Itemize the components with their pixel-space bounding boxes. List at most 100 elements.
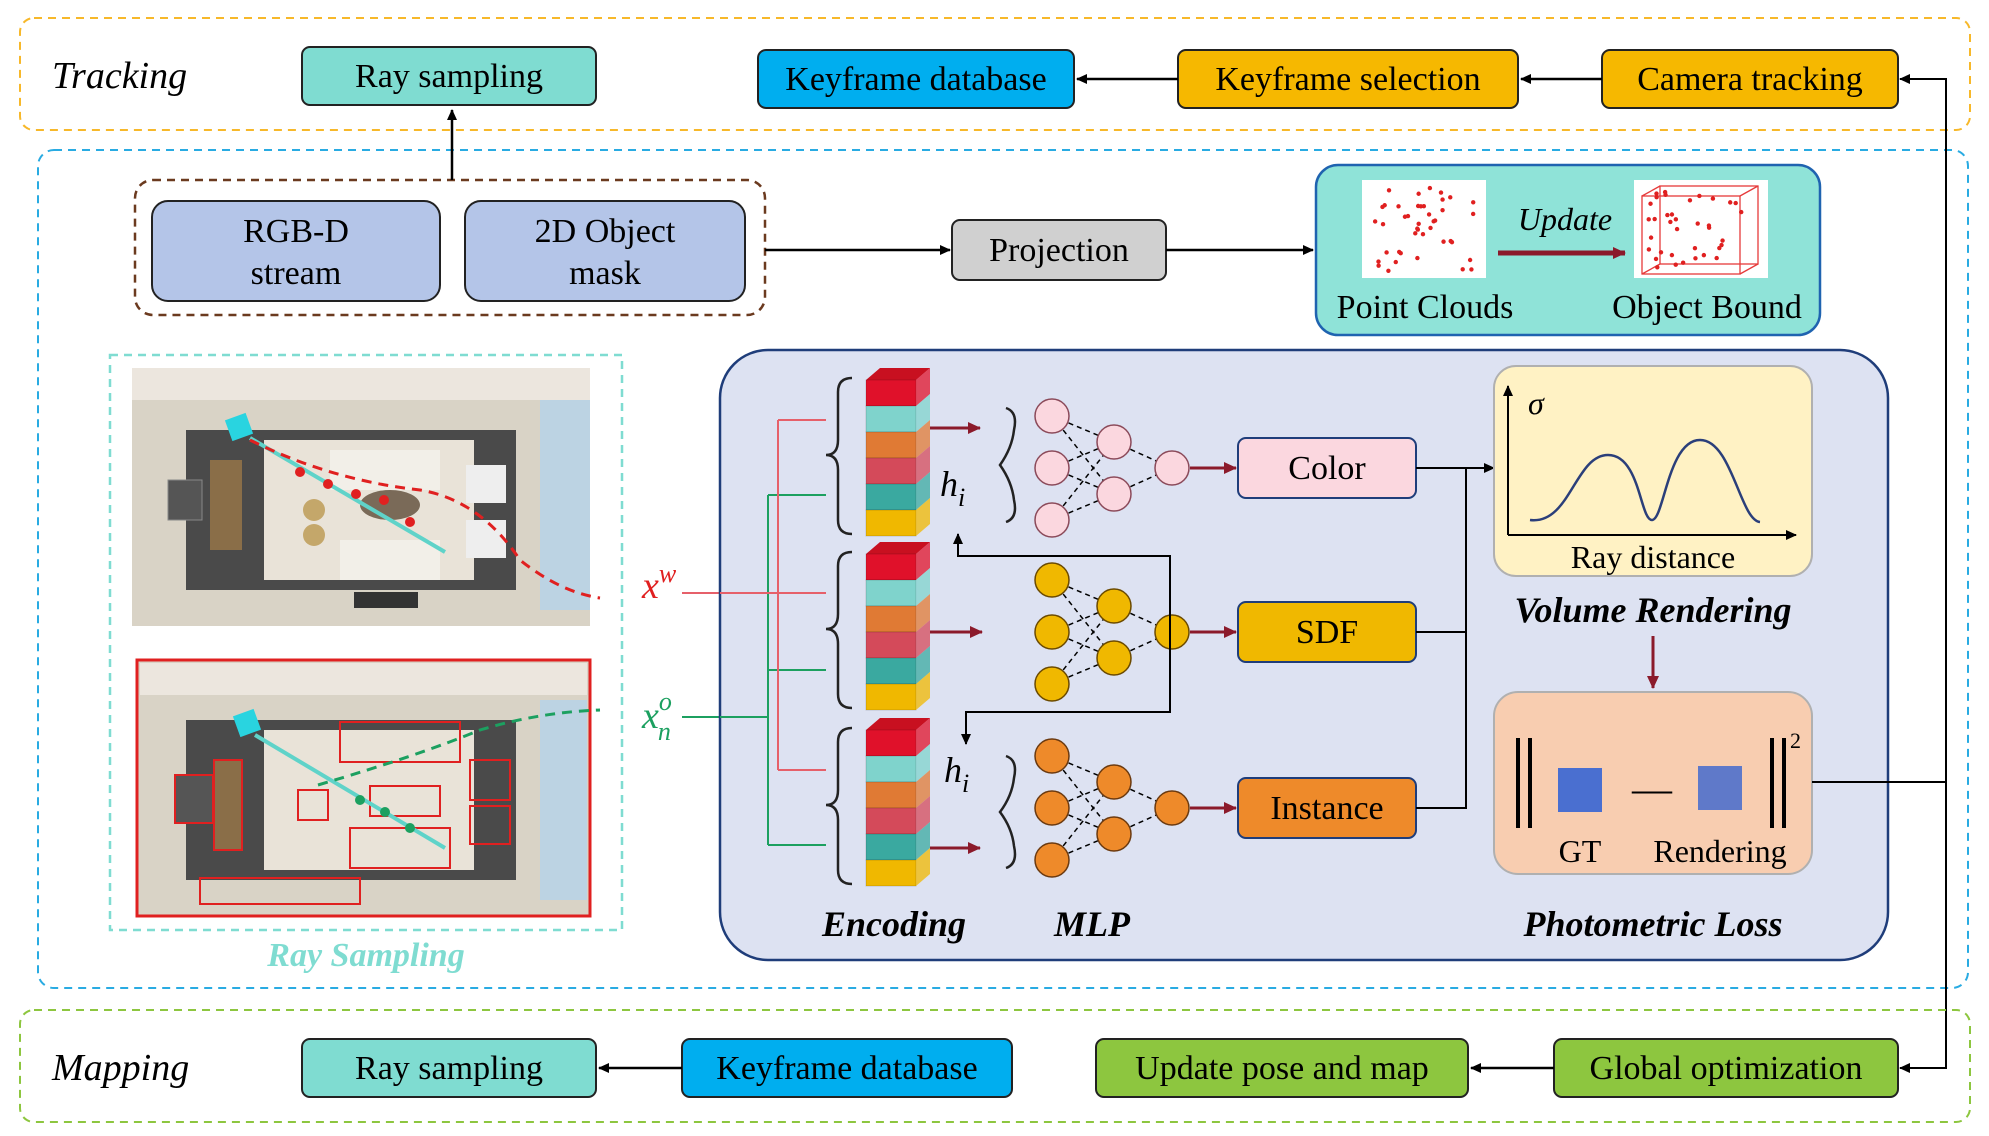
point-cloud-dot	[1440, 197, 1445, 202]
cube-block	[865, 379, 917, 407]
point-cloud-dot	[1448, 195, 1453, 200]
mask-line2: mask	[569, 255, 641, 292]
bounding-cube	[1641, 185, 1759, 275]
cube-block	[865, 683, 917, 711]
cube-side-face	[916, 542, 930, 580]
cube-side-face	[916, 718, 930, 756]
cube-dot	[1668, 219, 1673, 225]
cube-dot	[1655, 265, 1660, 270]
projection-label: Projection	[989, 232, 1129, 269]
point-cloud-dot	[1441, 239, 1446, 244]
point-cloud-dot	[1432, 218, 1438, 223]
point-cloud-dots	[1372, 185, 1476, 273]
sigma-label: σ	[1528, 385, 1545, 421]
main-section	[37, 149, 1969, 989]
point-cloud-dot	[1440, 207, 1445, 213]
mapping-section	[19, 1009, 1971, 1123]
point-cloud-dot	[1469, 267, 1474, 272]
tracking-ray-sampling-label: Ray sampling	[355, 58, 543, 95]
cube-side-face	[916, 620, 930, 658]
keyframe-selection-label: Keyframe selection	[1215, 61, 1480, 98]
cube-block	[865, 605, 917, 633]
cube-block	[865, 807, 917, 835]
cube-dot	[1673, 262, 1678, 267]
encoding-branch-trunk	[720, 420, 779, 845]
point-clouds-label: Point Clouds	[1337, 289, 1514, 326]
mlp-node	[1034, 562, 1070, 598]
tracking-label: Tracking	[52, 55, 187, 97]
cube-dot	[1693, 256, 1698, 261]
point-cloud-dot	[1416, 221, 1421, 226]
mlp-to-output-arrows	[1190, 462, 1237, 814]
point-cloud-dot	[1415, 255, 1420, 261]
photometric-loss-title: Photometric Loss	[1523, 904, 1783, 944]
mlp-node	[1096, 476, 1132, 512]
cube-dot	[1669, 252, 1675, 258]
cube-dot	[1673, 217, 1679, 222]
rendering-label: Rendering	[1653, 833, 1786, 869]
rgbd-line2: stream	[251, 255, 342, 292]
point-cloud-dot	[1416, 191, 1421, 196]
point-cloud-dot	[1467, 257, 1473, 263]
cube-dots	[1646, 189, 1744, 270]
mlp-node	[1096, 640, 1132, 676]
cube-block	[865, 579, 917, 607]
cube-dot	[1697, 193, 1702, 199]
point-cloud-dot	[1471, 200, 1476, 205]
cube-top-face	[866, 542, 930, 554]
cube-dot	[1719, 242, 1724, 248]
cube-dot	[1654, 194, 1659, 200]
point-cloud-dot	[1428, 225, 1433, 231]
point-cloud-dot	[1413, 231, 1418, 236]
input-group	[133, 178, 767, 317]
cube-dot	[1714, 255, 1719, 261]
global-optimization-label: Global optimization	[1590, 1050, 1863, 1087]
rgbd-stream-box[interactable]	[151, 200, 441, 302]
hi-feedback-lines	[953, 533, 1171, 745]
cube-dot	[1665, 212, 1670, 218]
tracking-ray-sampling-box[interactable]	[301, 46, 597, 106]
room-scene-bottom	[135, 658, 601, 918]
cube-block	[865, 657, 917, 685]
mlp-node	[1034, 790, 1070, 826]
tracking-keyframe-database-box[interactable]	[757, 49, 1075, 109]
encoding-cube-stacks	[865, 368, 930, 887]
norm-exponent: 2	[1790, 728, 1801, 753]
cube-dot	[1653, 256, 1659, 262]
cube-side-face	[916, 498, 930, 536]
cube-block	[865, 483, 917, 511]
mapping-ray-sampling-box[interactable]	[301, 1038, 597, 1098]
cube-dot	[1652, 216, 1657, 222]
cube-dot	[1654, 191, 1659, 196]
cube-block	[865, 833, 917, 861]
cube-side-face	[916, 472, 930, 510]
hi-label-top: hi	[940, 464, 965, 512]
object-mask-box[interactable]	[464, 200, 746, 302]
point-cloud-dot	[1384, 250, 1389, 255]
cube-side-face	[916, 770, 930, 808]
rgbd-line1: RGB-D	[243, 213, 349, 250]
cube-side-face	[916, 446, 930, 484]
cube-dot	[1687, 198, 1693, 203]
cube-block	[865, 755, 917, 783]
mlp-node	[1034, 398, 1070, 434]
tracking-section	[19, 17, 1971, 131]
encoding-to-mlp-arrows	[930, 422, 983, 854]
cube-dot	[1662, 189, 1668, 195]
mlp-node	[1096, 588, 1132, 624]
point-cloud-dot	[1382, 203, 1387, 208]
cube-top-face	[866, 718, 930, 730]
color-label: Color	[1288, 450, 1366, 487]
cube-side-face	[916, 646, 930, 684]
cube-side-face	[916, 594, 930, 632]
volume-rendering-title: Volume Rendering	[1514, 590, 1791, 630]
point-cloud-dot	[1386, 188, 1392, 193]
object-bound-label: Object Bound	[1612, 289, 1802, 326]
point-cloud-dot	[1470, 211, 1476, 217]
point-cloud-dot	[1460, 267, 1465, 272]
point-cloud-dot	[1396, 249, 1402, 255]
update-pose-box[interactable]	[1095, 1038, 1469, 1098]
point-cloud-dot	[1386, 268, 1391, 273]
cube-side-face	[916, 822, 930, 860]
